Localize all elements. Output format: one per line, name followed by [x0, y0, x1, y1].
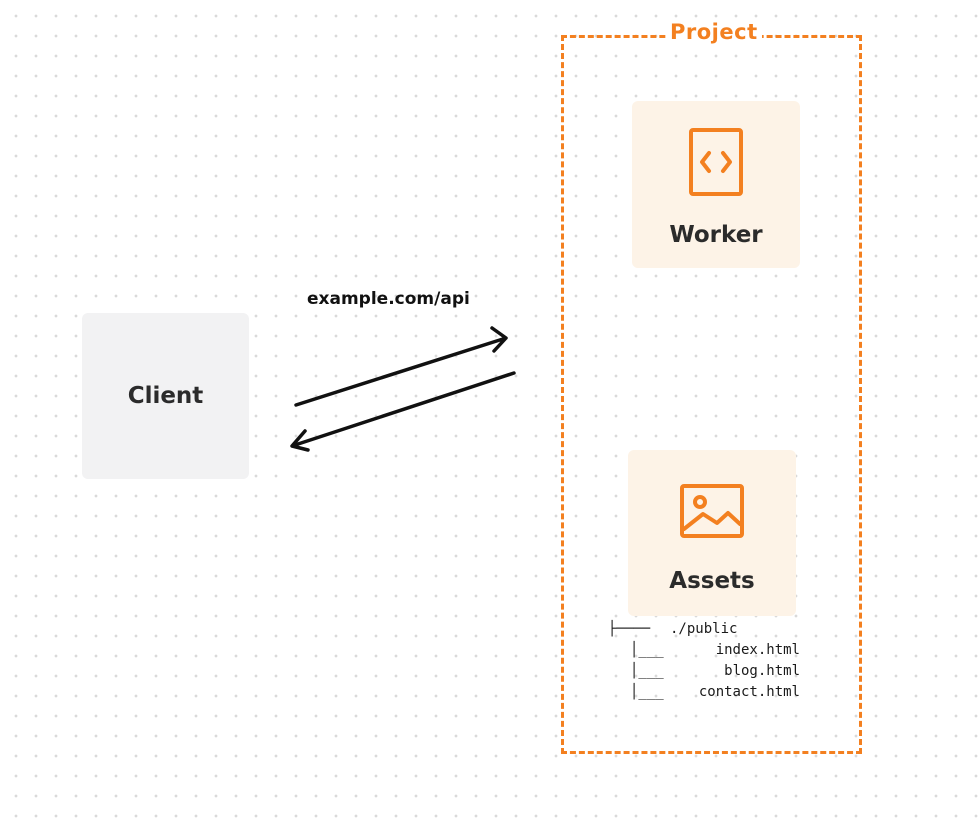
worker-label: Worker: [669, 222, 763, 248]
assets-card: Assets: [628, 450, 796, 616]
project-title: Project: [666, 20, 762, 44]
tree-file-name: contact.html: [698, 684, 800, 700]
client-box: Client: [82, 313, 249, 479]
tree-root-row: ├──── ./public: [608, 619, 808, 640]
response-arrow: [290, 371, 516, 452]
tree-root-connector: ├────: [608, 621, 659, 637]
client-label: Client: [127, 383, 204, 409]
tree-file-row: │___ index.html: [608, 640, 808, 661]
request-arrow: [294, 326, 508, 407]
tree-file-row: │___ contact.html: [608, 682, 808, 703]
tree-file-name: blog.html: [724, 663, 800, 679]
tree-connector: │___: [630, 642, 664, 658]
file-tree: ├──── ./public │___ index.html │___ blog…: [608, 619, 808, 703]
tree-root-folder: ./public: [670, 621, 738, 637]
request-response-arrows: [290, 326, 516, 452]
tree-connector: │___: [630, 684, 664, 700]
worker-card: Worker: [632, 101, 800, 268]
image-icon: [680, 484, 744, 538]
tree-file-name: index.html: [715, 642, 800, 658]
endpoint-url-label: example.com/api: [307, 289, 470, 309]
assets-label: Assets: [669, 568, 755, 594]
tree-file-row: │___ blog.html: [608, 661, 808, 682]
tree-connector: │___: [630, 663, 664, 679]
code-file-icon: [689, 128, 743, 196]
